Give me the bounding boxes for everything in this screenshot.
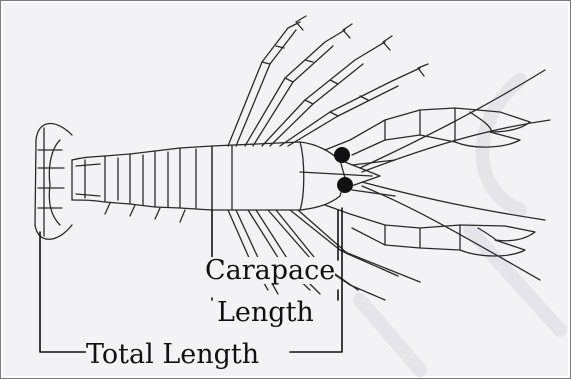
carapace-length-label-line2: Length xyxy=(217,299,314,326)
carapace-length-label-line1: Carapace xyxy=(205,257,335,284)
total-length-label: Total Length xyxy=(86,341,259,368)
